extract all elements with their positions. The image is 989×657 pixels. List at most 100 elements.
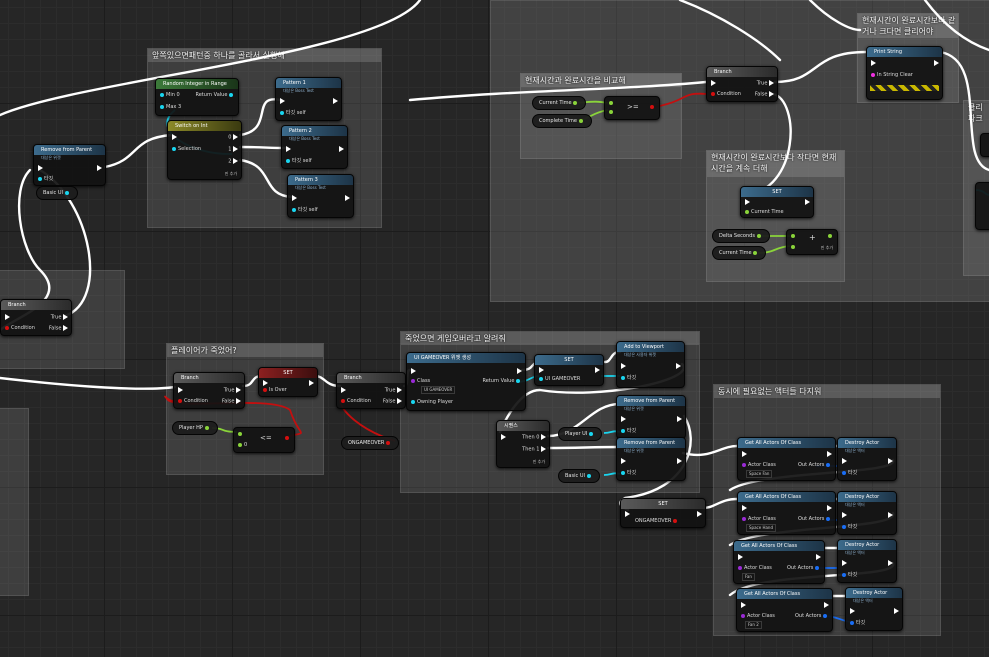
exec-in-pin[interactable]: [742, 451, 747, 458]
branch-left-node[interactable]: Branch Condition True False: [0, 299, 72, 336]
result-pin[interactable]: [650, 104, 656, 110]
a-pin[interactable]: [238, 431, 244, 437]
ui-gameover-pin[interactable]: UI GAMEOVER: [539, 376, 580, 382]
current-time-pin[interactable]: Current Time: [745, 209, 784, 215]
target-pin[interactable]: 타깃: [621, 375, 636, 381]
complete-time-getter[interactable]: Complete Time: [532, 114, 592, 128]
switch-on-int-node[interactable]: Switch on Int Selection 0 1 2 핀 추가: [167, 120, 242, 180]
exec-in-pin[interactable]: [341, 387, 346, 394]
add-float-node[interactable]: + 핀 추가: [786, 229, 838, 255]
b-pin[interactable]: 0: [238, 442, 247, 448]
exec-in-pin[interactable]: [280, 98, 285, 105]
sequence-node[interactable]: 시퀀스 Then 0 Then 1 핀 추가: [496, 420, 550, 468]
a-pin[interactable]: [609, 100, 615, 106]
set-is-over-node[interactable]: SET Is Over: [258, 367, 318, 397]
add-pin-button[interactable]: 핀 추가: [532, 459, 545, 464]
a-pin[interactable]: [791, 233, 797, 239]
in-string-pin[interactable]: In String Clear: [871, 72, 913, 78]
max-pin[interactable]: Max 3: [160, 104, 181, 110]
true-pin[interactable]: True: [757, 80, 774, 87]
false-pin[interactable]: False: [383, 398, 402, 405]
pattern-2-node[interactable]: Pattern 2 대상은 Boss Test 타깃 self: [281, 125, 348, 169]
target-pin[interactable]: 타깃: [38, 176, 53, 182]
branch-gameover-node[interactable]: Branch Condition True False: [336, 372, 406, 409]
exec-out-pin[interactable]: [676, 363, 681, 370]
exec-out-pin[interactable]: [888, 560, 893, 567]
target-pin[interactable]: 타깃 self: [286, 158, 312, 164]
set-ongameover-node[interactable]: SET ONGAMEOVER: [620, 498, 706, 528]
add-to-viewport-node[interactable]: Add to Viewport 대상은 사용자 위젯 타깃: [616, 341, 685, 388]
pattern-1-node[interactable]: Pattern 1 대상은 Boss Test 타깃 self: [275, 77, 342, 121]
case-0-pin[interactable]: 0: [228, 134, 238, 141]
exec-out-pin[interactable]: [888, 512, 893, 519]
remove-from-parent-node-2[interactable]: Remove from Parent 대상은 위젯 타깃: [616, 395, 686, 439]
false-pin[interactable]: False: [755, 91, 774, 98]
exec-in-pin[interactable]: [842, 560, 847, 567]
out-actors-pin[interactable]: Out Actors: [787, 565, 821, 571]
get-all-actors-node-3[interactable]: Get All Actors Of Class Actor Class Fan …: [733, 540, 825, 584]
get-all-actors-node-2[interactable]: Get All Actors Of Class Actor Class Spac…: [737, 491, 836, 535]
b-pin[interactable]: [609, 109, 615, 115]
actor-class-pin[interactable]: Actor Class: [741, 613, 775, 619]
set-current-time-node[interactable]: SET Current Time: [740, 186, 814, 218]
ongameover-getter[interactable]: ONGAMEOVER: [341, 436, 399, 450]
ongameover-pin[interactable]: ONGAMEOVER: [635, 518, 679, 524]
exec-out-pin[interactable]: [824, 602, 829, 609]
exec-out-pin[interactable]: [805, 199, 810, 206]
exec-in-pin[interactable]: [38, 165, 43, 172]
offscreen-node-stub[interactable]: [980, 133, 989, 157]
class-dropdown[interactable]: UI GAMEOVER: [421, 386, 456, 394]
exec-out-pin[interactable]: [333, 98, 338, 105]
max-value[interactable]: 3: [177, 104, 182, 110]
remove-from-parent-node[interactable]: Remove from Parent 대상은 위젯 타깃: [33, 144, 106, 186]
player-hp-getter[interactable]: Player HP: [172, 421, 218, 435]
true-pin[interactable]: True: [385, 387, 402, 394]
actor-class-pin[interactable]: Actor Class: [742, 516, 776, 522]
exec-in-pin[interactable]: [842, 512, 847, 519]
offscreen-node-stub[interactable]: [975, 182, 989, 230]
then-0-pin[interactable]: Then 0: [522, 434, 546, 441]
exec-out-pin[interactable]: [339, 146, 344, 153]
condition-pin[interactable]: Condition: [5, 325, 35, 331]
out-actors-pin[interactable]: Out Actors: [798, 462, 832, 468]
exec-out-pin[interactable]: [97, 165, 102, 172]
current-time-getter-2[interactable]: Current Time: [712, 246, 767, 260]
get-all-actors-node-1[interactable]: Get All Actors Of Class Actor Class Spac…: [737, 437, 836, 481]
target-pin[interactable]: 타깃: [850, 620, 865, 626]
destroy-actor-node-3[interactable]: Destroy Actor 대상은 액터 타깃: [837, 539, 897, 583]
exec-out-pin[interactable]: [345, 195, 350, 202]
exec-in-pin[interactable]: [178, 387, 183, 394]
basic-ui-getter[interactable]: Basic UI: [36, 186, 78, 200]
exec-out-pin[interactable]: [816, 554, 821, 561]
exec-out-pin[interactable]: [934, 60, 939, 67]
exec-in-pin[interactable]: [745, 199, 750, 206]
condition-pin[interactable]: Condition: [178, 398, 208, 404]
target-pin[interactable]: 타깃 self: [280, 110, 306, 116]
exec-in-pin[interactable]: [5, 314, 10, 321]
target-pin[interactable]: 타깃 self: [292, 207, 318, 213]
exec-out-pin[interactable]: [677, 458, 682, 465]
exec-in-pin[interactable]: [742, 505, 747, 512]
true-pin[interactable]: True: [224, 387, 241, 394]
exec-out-pin[interactable]: [677, 416, 682, 423]
destroy-actor-node-4[interactable]: Destroy Actor 대상은 액터 타깃: [845, 587, 903, 631]
add-pin-button[interactable]: 핀 추가: [820, 245, 833, 250]
exec-in-pin[interactable]: [263, 380, 268, 387]
target-pin[interactable]: 타깃: [621, 470, 636, 476]
exec-out-pin[interactable]: [894, 608, 899, 615]
exec-in-pin[interactable]: [292, 195, 297, 202]
actor-class-dropdown[interactable]: Space Fan: [746, 470, 773, 478]
exec-in-pin[interactable]: [842, 458, 847, 465]
exec-in-pin[interactable]: [411, 368, 416, 375]
false-pin[interactable]: False: [222, 398, 241, 405]
return-value-pin[interactable]: Return Value: [195, 92, 235, 98]
get-all-actors-node-4[interactable]: Get All Actors Of Class Actor Class Fan …: [736, 588, 833, 632]
exec-in-pin[interactable]: [711, 80, 716, 87]
less-equal-node[interactable]: 0 <=: [233, 427, 295, 453]
exec-in-pin[interactable]: [286, 146, 291, 153]
out-actors-pin[interactable]: Out Actors: [798, 516, 832, 522]
exec-in-pin[interactable]: [501, 434, 506, 441]
min-value[interactable]: 0: [176, 92, 180, 98]
exec-out-pin[interactable]: [309, 380, 314, 387]
exec-in-pin[interactable]: [621, 416, 626, 423]
